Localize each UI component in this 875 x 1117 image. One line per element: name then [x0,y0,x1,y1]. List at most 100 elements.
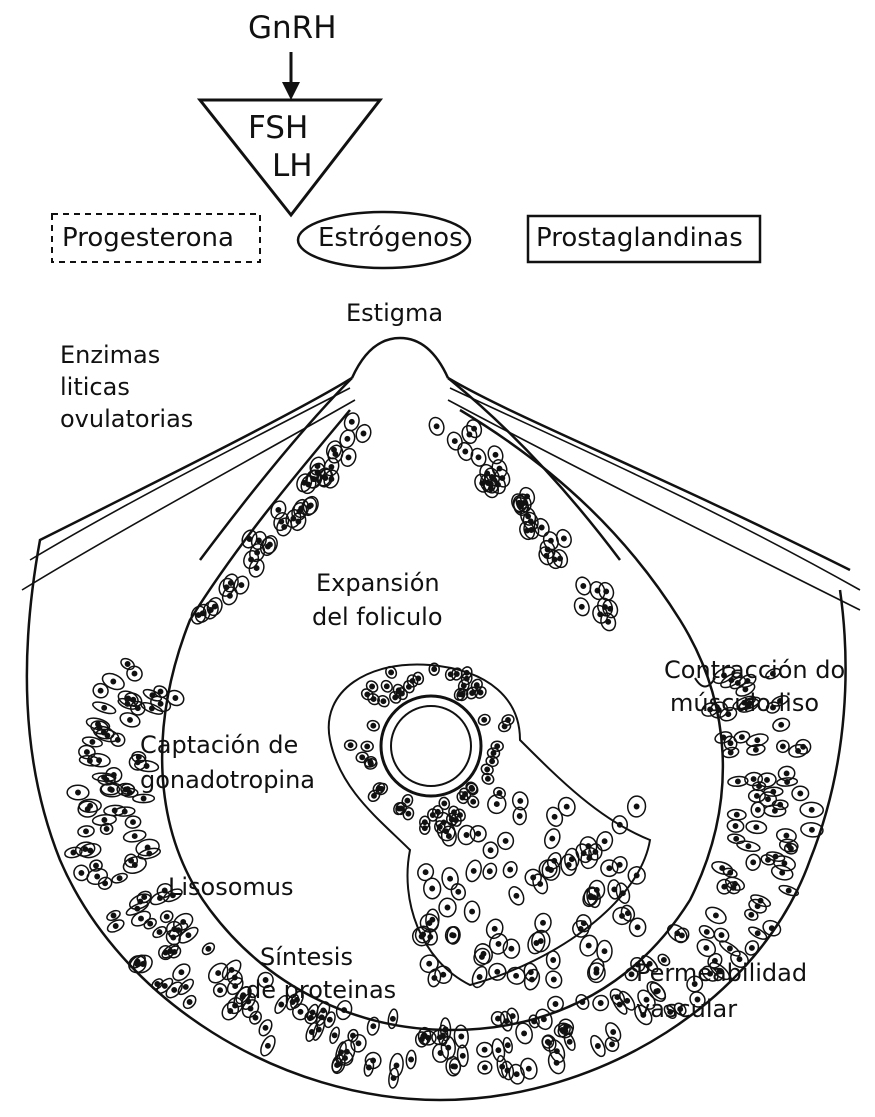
cell-nucleus [309,503,313,507]
cell-nucleus [385,684,389,688]
cell-nucleus [94,863,98,867]
cell-nucleus [111,679,115,683]
cell-nucleus [518,814,522,818]
fsh-label: FSH [248,108,308,148]
cell-nucleus [155,982,159,986]
cell-nucleus [342,1008,346,1012]
cell-nucleus [310,1010,314,1014]
cell-nucleus [490,759,494,763]
cell-nucleus [634,804,638,808]
cell-nucleus [98,689,102,693]
cell-nucleus [607,866,611,870]
cell-nucleus [471,800,475,804]
cell-nucleus [532,1019,536,1023]
cell-nucleus [527,1067,531,1071]
cell-nucleus [104,827,108,831]
cell-nucleus [444,829,448,833]
cell-nucleus [810,828,814,832]
cell-nucleus [95,874,99,878]
cell-nucleus [551,958,555,962]
cell-nucleus [266,1044,270,1048]
cell-nucleus [580,605,584,609]
cell-nucleus [746,844,750,848]
cell-nucleus [88,804,92,808]
cell-nucleus [589,895,593,899]
cell-nucleus [755,738,759,742]
cell-nucleus [150,706,154,710]
cell-nucleus [335,1063,339,1067]
cell-nucleus [181,920,185,924]
cell-nucleus [565,805,569,809]
cell-nucleus [371,1024,375,1028]
cell-nucleus [542,1017,546,1021]
cell-nucleus [394,1063,398,1067]
cell-nucleus [472,869,476,873]
cell-nucleus [448,877,452,881]
cell-nucleus [502,724,506,728]
cell-nucleus [477,975,481,979]
cell-nucleus [131,820,135,824]
cell-nucleus [621,891,625,895]
cell-nucleus [282,525,286,529]
cell-nucleus [455,672,459,676]
cell-nucleus [756,808,760,812]
cell-nucleus [540,525,544,529]
cell-nucleus [525,528,529,532]
cell-nucleus [488,869,492,873]
cell-nucleus [496,1016,500,1020]
cell-nucleus [594,971,598,975]
cell-nucleus [111,913,115,917]
cell-nucleus [356,1041,360,1045]
cell-nucleus [482,718,486,722]
cell-nucleus [766,797,770,801]
cell-nucleus [470,909,474,913]
cell-nucleus [563,1029,567,1033]
lisosomas-label: Lisosomus [168,872,294,903]
cell-nucleus [476,455,480,459]
contraccion-label-2: músculo liso [670,688,819,719]
cell-nucleus [789,846,793,850]
cell-nucleus [158,689,162,693]
cell-nucleus [438,1035,442,1039]
cell-nucleus [139,916,143,920]
cell-nucleus [317,1027,321,1031]
cell-nucleus [332,1033,336,1037]
cell-nucleus [163,888,167,892]
cell-nucleus [456,890,460,894]
cell-nucleus [787,888,791,892]
cell-nucleus [102,706,106,710]
cell-nucleus [534,941,538,945]
cell-nucleus [329,465,333,469]
cell-nucleus [464,833,468,837]
cell-nucleus [612,887,616,891]
cell-nucleus [514,974,518,978]
cell-nucleus [168,949,172,953]
cell-nucleus [470,787,474,791]
gnrh-label: GnRH [248,8,337,48]
cell-nucleus [740,735,744,739]
cell-nucleus [372,794,376,798]
cell-nucleus [133,863,137,867]
cell-nucleus [729,750,733,754]
cell-nucleus [257,538,261,542]
cell-nucleus [351,1033,355,1037]
cell-nucleus [463,792,467,796]
cell-nucleus [784,771,788,775]
lh-label: LH [272,146,313,186]
cell-nucleus [370,684,374,688]
cell-nucleus [757,784,761,788]
cell-nucleus [771,790,775,794]
cell-nucleus [541,921,545,925]
cell-nucleus [430,918,434,922]
cell-nucleus [114,924,118,928]
cell-nucleus [345,437,349,441]
expansion-label-2: del foliculo [312,602,443,633]
cell-nucleus [186,933,190,937]
sintesis-label-1: Síntesis [260,942,353,973]
cell-nucleus [381,699,385,703]
permeabilidad-label-1: Permeabilidad [636,958,807,989]
cell-nucleus [432,667,436,671]
cell-nucleus [570,857,574,861]
cell-nucleus [610,1042,614,1046]
